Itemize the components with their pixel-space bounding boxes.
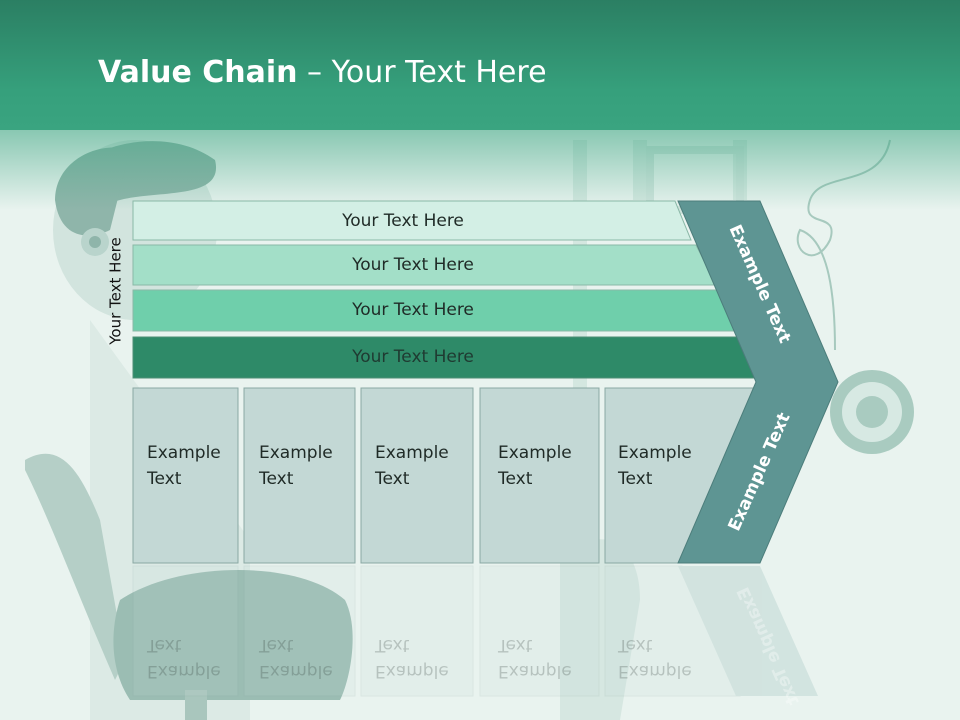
band-4-label: Your Text Here: [352, 347, 474, 367]
band-2: Your Text Here: [133, 245, 713, 285]
box-5-line1: Example: [618, 443, 692, 463]
box-2-line1: Example: [259, 443, 333, 463]
margin-chevron: [677, 200, 839, 564]
title-rest: – Your Text Here: [297, 55, 547, 90]
box-1-line1: Example: [147, 443, 221, 463]
box-3-line2: Text: [375, 469, 410, 489]
box-2-reflection: Example Text: [259, 632, 333, 684]
header-fade: [0, 130, 960, 210]
box-2-line2: Text: [259, 469, 294, 489]
box-3-reflection-line1: Example: [375, 661, 449, 681]
side-label: Your Text Here: [100, 226, 132, 356]
band-2-label: Your Text Here: [352, 255, 474, 275]
box-2-reflection-line2: Text: [259, 635, 294, 655]
box-4-line1: Example: [498, 443, 572, 463]
band-1-shape: [132, 200, 692, 241]
band-4: Your Text Here: [133, 337, 713, 377]
band-3-label: Your Text Here: [352, 300, 474, 320]
box-1-reflection-line1: Example: [147, 661, 221, 681]
slide-title: Value Chain – Your Text Here: [98, 55, 547, 90]
box-3-reflection: Example Text: [375, 632, 449, 684]
box-4-line2: Text: [498, 469, 533, 489]
box-1-reflection-line2: Text: [147, 635, 182, 655]
box-3-reflection-line2: Text: [375, 635, 410, 655]
side-label-text: Your Text Here: [107, 237, 125, 345]
box-4-reflection-line1: Example: [498, 661, 572, 681]
box-1-line2: Text: [147, 469, 182, 489]
band-3: Your Text Here: [133, 290, 713, 330]
box-4-reflection-line2: Text: [498, 635, 533, 655]
box-5-reflection: Example Text: [618, 632, 692, 684]
title-bold: Value Chain: [98, 55, 298, 90]
reflection: [132, 565, 818, 697]
box-1-reflection: Example Text: [147, 632, 221, 684]
box-3-shape: [360, 387, 474, 564]
box-5-line2: Text: [618, 469, 653, 489]
band-1: Your Text Here: [133, 201, 693, 241]
box-2-reflection-line1: Example: [259, 661, 333, 681]
band-1-label: Your Text Here: [342, 211, 464, 231]
box-1-shape: [132, 387, 239, 564]
header-bar: [0, 0, 960, 130]
box-5-reflection-line2: Text: [618, 635, 653, 655]
box-5-reflection-line1: Example: [618, 661, 692, 681]
box-4-shape: [479, 387, 600, 564]
box-2-shape: [243, 387, 356, 564]
box-4-reflection: Example Text: [498, 632, 572, 684]
box-3-line1: Example: [375, 443, 449, 463]
chair: [25, 453, 125, 680]
